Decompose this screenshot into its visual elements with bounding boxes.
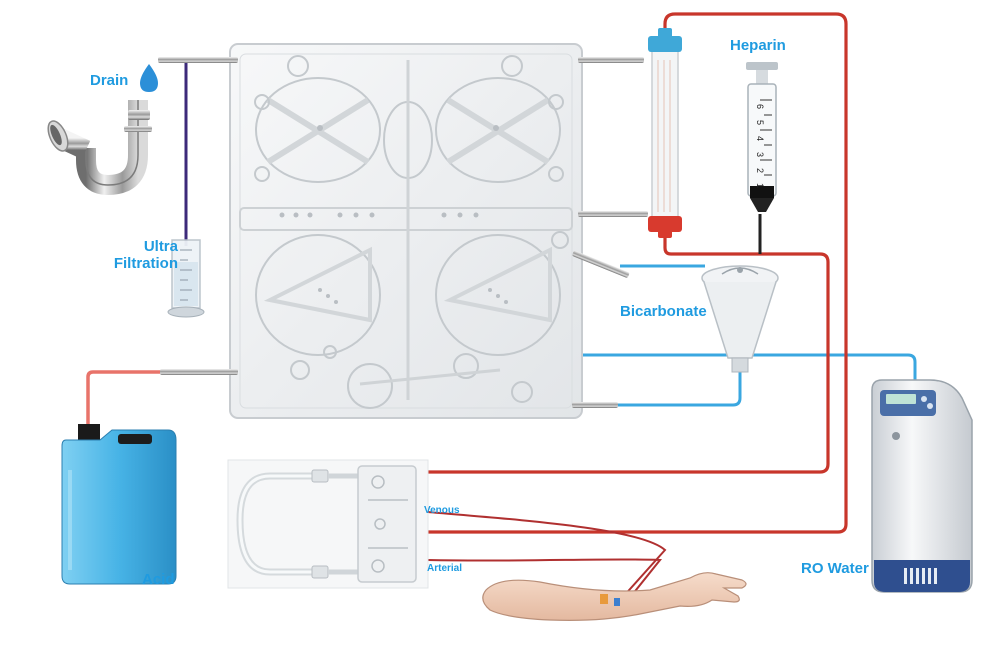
arm-icon <box>482 572 747 621</box>
acid-jug-icon <box>61 424 177 585</box>
ro-water-machine-icon <box>871 379 973 593</box>
drain-pipe-icon <box>47 100 152 196</box>
syringe-scale-number: 6 <box>755 104 765 109</box>
blood-line-top <box>428 12 848 534</box>
bicarbonate-outlet-line <box>614 372 742 407</box>
water-drop-icon <box>140 64 158 92</box>
syringe-scale-number: 4 <box>755 136 765 141</box>
syringe-icon <box>746 62 778 212</box>
heparin-label: Heparin <box>730 37 786 54</box>
venous-label: Venous <box>424 505 460 516</box>
syringe-scale-number: 1 <box>755 183 765 188</box>
acid-line <box>86 370 164 428</box>
arterial-line <box>427 558 663 601</box>
acid-label: Acid <box>142 571 175 588</box>
ro-water-line <box>578 353 917 385</box>
dialysis-cartridge-plate <box>229 43 583 419</box>
dialyzer-icon <box>648 28 682 238</box>
bicarbonate-label: Bicarbonate <box>620 303 707 320</box>
syringe-scale-number: 2 <box>755 168 765 173</box>
arterial-label: Arterial <box>427 563 463 574</box>
measuring-cylinder-icon <box>167 239 205 318</box>
connector-pins <box>158 57 648 408</box>
tubing-loop-icon <box>227 459 429 589</box>
syringe-scale-number: 3 <box>755 152 765 157</box>
syringe-scale: 1 2 3 4 5 6 <box>755 104 765 188</box>
syringe-scale-number: 5 <box>755 120 765 125</box>
ro-water-label: RO Water <box>801 560 869 577</box>
bicarbonate-cartridge-icon <box>701 265 779 373</box>
ultrafiltration-label: Ultra Filtration <box>113 238 178 272</box>
venous-line <box>427 511 667 599</box>
drain-label: Drain <box>90 72 129 89</box>
blood-line-return <box>428 232 830 474</box>
